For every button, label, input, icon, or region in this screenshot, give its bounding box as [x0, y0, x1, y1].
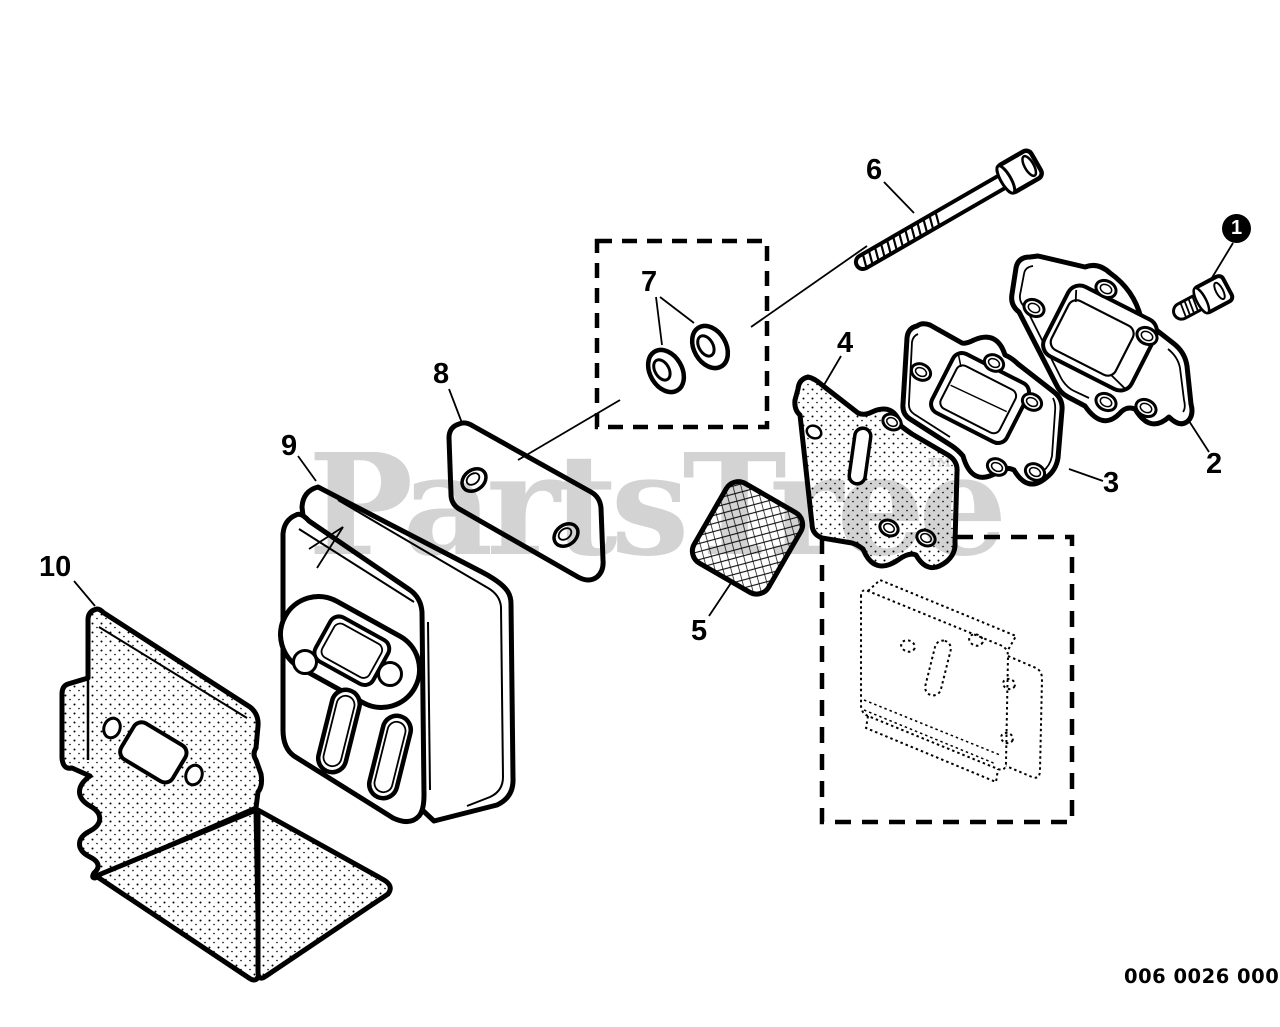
part-3-plate-drawing — [900, 321, 1065, 487]
detail-box-washers — [594, 238, 770, 430]
part-2-insulator-drawing — [1009, 253, 1195, 427]
callout-2[interactable]: 2 — [1206, 448, 1223, 480]
callout-4[interactable]: 4 — [837, 327, 854, 359]
diagram-code: 006 0026 000 — [1124, 965, 1280, 988]
part-10-shield-drawing — [59, 606, 393, 983]
phantom-muffler-drawing — [860, 578, 1044, 784]
callout-8[interactable]: 8 — [433, 358, 450, 390]
callout-5[interactable]: 5 — [691, 615, 708, 647]
callout-1-hotspot[interactable]: 1 — [1222, 214, 1251, 243]
reference-box-installed — [819, 534, 1075, 825]
part-1-screw-drawing — [1172, 274, 1235, 321]
part-6-bolt-drawing — [853, 148, 1044, 271]
callout-10[interactable]: 10 — [39, 551, 72, 583]
callout-3[interactable]: 3 — [1103, 467, 1120, 499]
callout-1-label: 1 — [1230, 217, 1243, 239]
part-8-plate-drawing — [446, 420, 606, 583]
part-9-muffler-drawing — [278, 484, 516, 824]
part-5-screen-drawing — [689, 479, 806, 597]
part-4-gasket-drawing — [792, 374, 960, 571]
part-7-washers-drawing — [645, 323, 731, 395]
callout-7[interactable]: 7 — [641, 266, 658, 298]
callout-6[interactable]: 6 — [866, 154, 883, 186]
callout-9[interactable]: 9 — [281, 430, 298, 462]
leader-lines — [73, 181, 1234, 617]
